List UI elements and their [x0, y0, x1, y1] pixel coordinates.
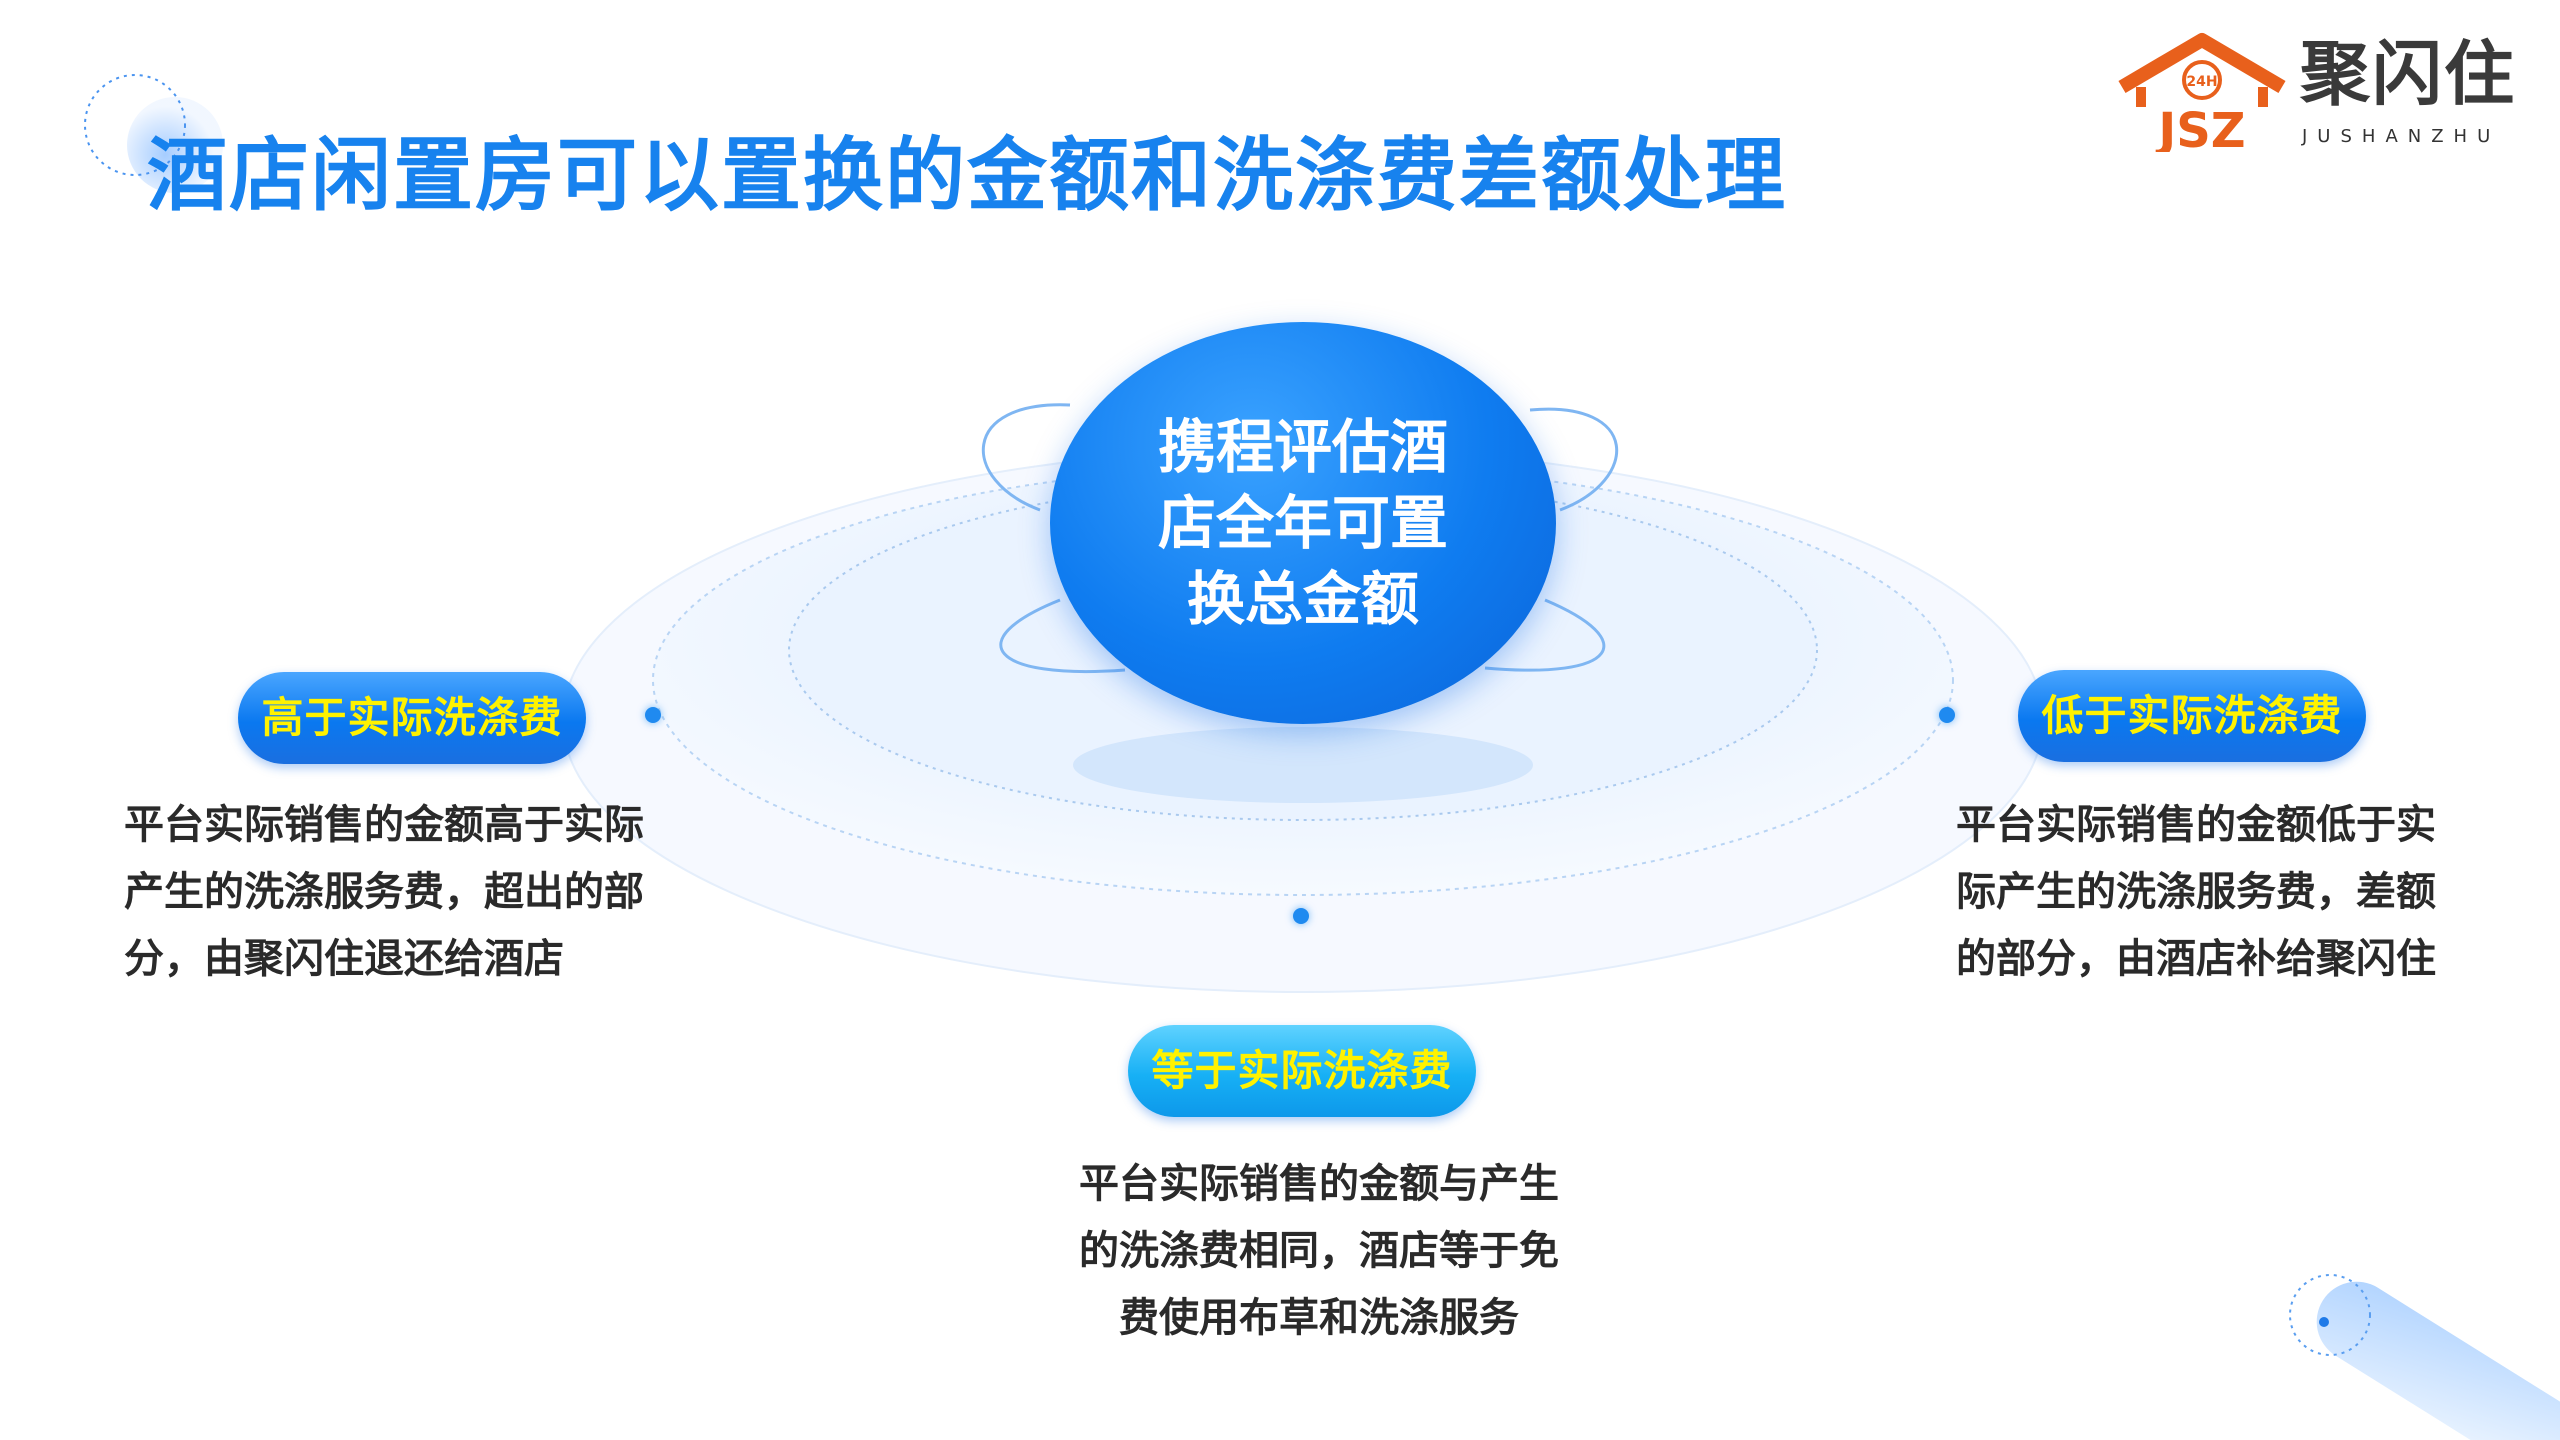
left-dot: [645, 707, 661, 723]
desc-line: 产生的洗涤服务费，超出的部: [124, 869, 644, 915]
bottom-dot: [1293, 908, 1309, 924]
logo-badge-text: 24H: [2186, 74, 2217, 90]
desc-line: 分，由聚闪住退还给酒店: [124, 936, 564, 982]
right-dot: [1939, 707, 1955, 723]
desc-line: 的洗涤费相同，酒店等于免: [1079, 1228, 1559, 1274]
center-text: 携程评估酒店全年可置换总金额: [1157, 413, 1448, 633]
higher-description: 平台实际销售的金额高于实际 产生的洗涤服务费，超出的部 分，由聚闪住退还给酒店: [124, 792, 644, 993]
center-bubble: 携程评估酒店全年可置换总金额: [1050, 322, 1556, 724]
logo-name-cn: 聚闪住: [2300, 33, 2516, 115]
page-title: 酒店闲置房可以置换的金额和洗涤费差额处理: [147, 129, 1787, 222]
logo-mark-text: JSZ: [2155, 103, 2245, 152]
desc-line: 平台实际销售的金额高于实际: [124, 802, 644, 848]
logo-mark: JSZ 24H: [2118, 33, 2286, 152]
desc-line: 际产生的洗涤服务费，差额: [1956, 869, 2436, 915]
equal-description: 平台实际销售的金额与产生 的洗涤费相同，酒店等于免 费使用布草和洗涤服务: [1019, 1151, 1619, 1352]
desc-line: 费使用布草和洗涤服务: [1119, 1295, 1519, 1341]
logo-name-en: JUSHANZHU: [2302, 126, 2501, 147]
desc-line: 平台实际销售的金额与产生: [1079, 1161, 1559, 1207]
lower-description: 平台实际销售的金额低于实 际产生的洗涤服务费，差额 的部分，由酒店补给聚闪住: [1956, 792, 2436, 993]
equal-pill: 等于实际洗涤费: [1128, 1025, 1476, 1117]
desc-line: 平台实际销售的金额低于实: [1956, 802, 2436, 848]
desc-line: 的部分，由酒店补给聚闪住: [1956, 936, 2436, 982]
lower-pill: 低于实际洗涤费: [2018, 670, 2366, 762]
higher-pill: 高于实际洗涤费: [238, 672, 586, 764]
